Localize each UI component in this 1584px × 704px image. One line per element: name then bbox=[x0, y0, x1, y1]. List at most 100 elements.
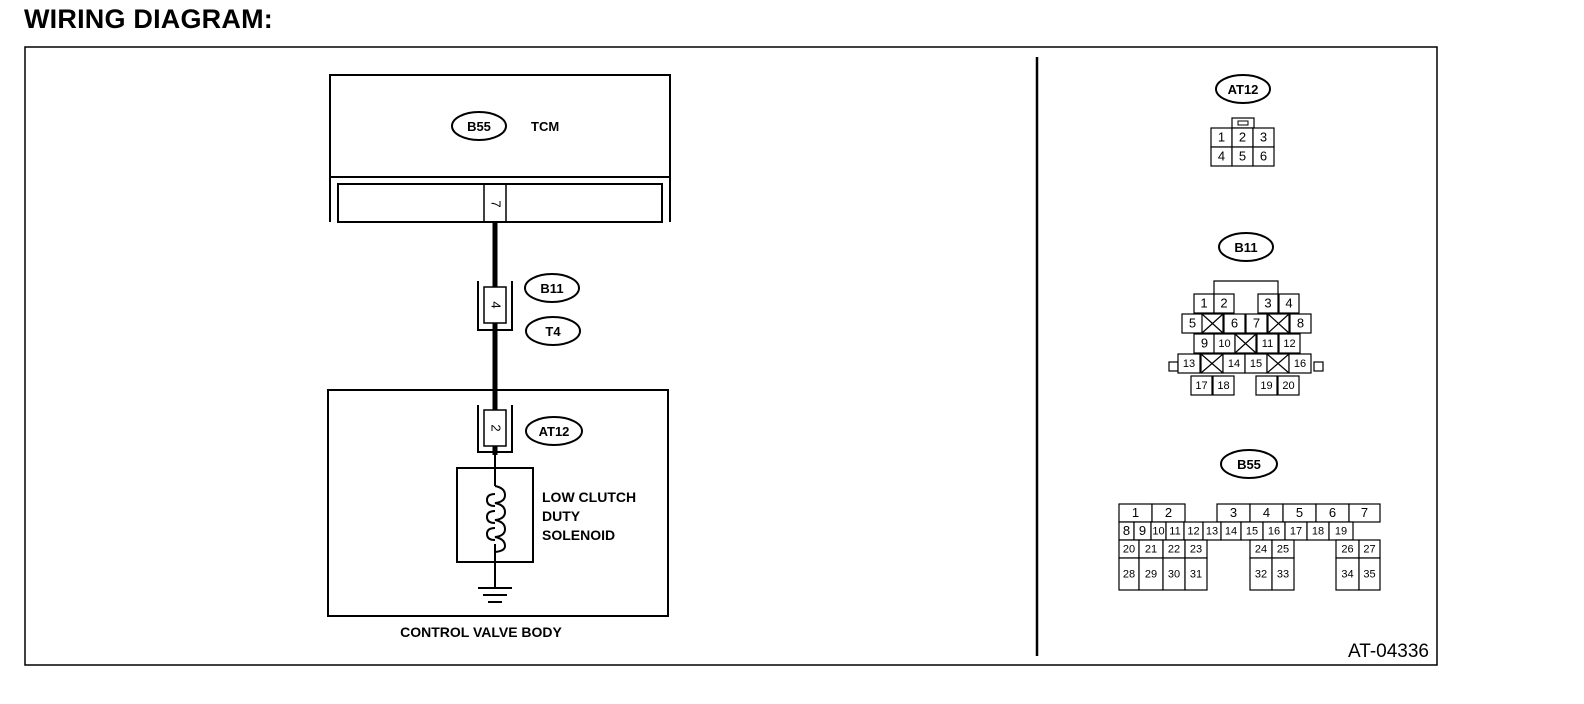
b11-pin-cell bbox=[1223, 313, 1246, 334]
b55-pin-pin-number: 29 bbox=[1145, 568, 1157, 580]
solenoid-label-line3: SOLENOID bbox=[542, 527, 615, 543]
b55-pin-pin-number: 2 bbox=[1165, 505, 1172, 520]
b55-pin-pin-number: 31 bbox=[1190, 568, 1202, 580]
joint-connector: 4 B11 T4 bbox=[477, 273, 581, 346]
solenoid-label-line1: LOW CLUTCH bbox=[542, 489, 636, 505]
b11-pin-pin-number: 8 bbox=[1297, 315, 1304, 330]
tcm-connector-label: B55 bbox=[467, 119, 491, 134]
b55-pin-pin-number: 9 bbox=[1139, 523, 1146, 538]
b55-pin-pin-number: 11 bbox=[1169, 525, 1180, 537]
b11-pin-pin-number: 5 bbox=[1189, 315, 1196, 330]
b11-pin-unused-pin-mark bbox=[1267, 313, 1290, 334]
b11-pin-unused-pin-mark bbox=[1234, 333, 1257, 354]
b55-pin-pin-number: 30 bbox=[1168, 568, 1180, 580]
b55-pin-pin-number: 1 bbox=[1132, 505, 1139, 520]
b11-pin-cell bbox=[1212, 375, 1235, 396]
b55-pin-pin-number: 24 bbox=[1255, 543, 1267, 555]
b11-pin-cell bbox=[1256, 333, 1279, 354]
b55-pin-pin-number: 17 bbox=[1290, 525, 1302, 537]
solenoid-box bbox=[456, 467, 534, 563]
b55-pin-cell bbox=[1348, 503, 1381, 523]
b11-pin-cell bbox=[1255, 375, 1278, 396]
b55-pin-pin-number: 18 bbox=[1312, 525, 1324, 537]
b55-pin-pin-number: 23 bbox=[1190, 543, 1202, 555]
b55-pin-cell bbox=[1184, 557, 1208, 591]
b55-pin-cell bbox=[1271, 557, 1295, 591]
b55-pin-pin-number: 13 bbox=[1206, 525, 1218, 537]
b55-pin-pin-number: 15 bbox=[1246, 525, 1258, 537]
b55-pin-pin-number: 34 bbox=[1341, 568, 1353, 580]
at12-lock-tab bbox=[1231, 117, 1255, 129]
tcm-connector-badge bbox=[451, 111, 507, 141]
b11-pin-pin-number: 10 bbox=[1218, 338, 1230, 350]
b55-pin-pin-number: 6 bbox=[1329, 505, 1336, 520]
solenoid-label-line2: DUTY bbox=[542, 508, 581, 524]
b11-pin-pin-number: 15 bbox=[1250, 358, 1262, 370]
b11-label: B11 bbox=[540, 281, 563, 296]
t4-badge bbox=[525, 316, 581, 346]
at12-label: AT12 bbox=[539, 424, 570, 439]
b11-pin-pin-number: 18 bbox=[1217, 380, 1229, 392]
at12-pin-pin-number: 4 bbox=[1218, 148, 1225, 163]
at12-pin-label: 2 bbox=[489, 424, 504, 431]
b55-pin-pin-number: 22 bbox=[1168, 543, 1180, 555]
b11-pin-pin-number: 7 bbox=[1253, 315, 1260, 330]
b55-pin-pin-number: 14 bbox=[1225, 525, 1237, 537]
b11-pin-unused-pin-mark bbox=[1266, 353, 1290, 374]
b11-pin-cell bbox=[1277, 375, 1300, 396]
b11-pin-pin-number: 16 bbox=[1294, 358, 1306, 370]
b11-pin-pin-number: 9 bbox=[1201, 335, 1208, 350]
b11-pin-pin-number: 12 bbox=[1283, 338, 1295, 350]
b11-pin-pin-number: 19 bbox=[1260, 380, 1272, 392]
b55-face-label: B55 bbox=[1237, 457, 1261, 472]
b55-pin-cell bbox=[1358, 557, 1381, 591]
b11-pin-pin-number: 2 bbox=[1220, 295, 1227, 310]
b11-pin-cell bbox=[1257, 293, 1279, 314]
b11-pin-cell bbox=[1245, 313, 1268, 334]
b11-pin-pin-number: 4 bbox=[1285, 295, 1292, 310]
b55-pin-pin-number: 12 bbox=[1187, 525, 1199, 537]
b11-lock-tab bbox=[1213, 280, 1279, 294]
b11-pin-cell bbox=[1278, 293, 1300, 314]
at12-face-label: AT12 bbox=[1228, 82, 1259, 97]
at12-pin-pin-number: 1 bbox=[1218, 129, 1225, 144]
b55-pin-pin-number: 20 bbox=[1123, 543, 1135, 555]
b55-pin-pin-number: 7 bbox=[1361, 505, 1368, 520]
b11-pin-unused-pin-mark bbox=[1200, 353, 1224, 374]
b55-pin-pin-number: 33 bbox=[1277, 568, 1289, 580]
ground-icon bbox=[478, 587, 512, 603]
b11-pin-cell bbox=[1288, 353, 1312, 374]
b55-pin-pin-number: 21 bbox=[1145, 543, 1157, 555]
b11-badge bbox=[524, 273, 580, 303]
b11-pin-cell bbox=[1278, 333, 1301, 354]
control-valve-body: 2 AT12 LOW CLUTCH DUTY SOLENOID bbox=[327, 389, 669, 617]
at12-pin-pin-number: 3 bbox=[1260, 129, 1267, 144]
b55-pin-pin-number: 27 bbox=[1363, 543, 1375, 555]
b11-pin-cell bbox=[1289, 313, 1312, 334]
b11-pin-cell bbox=[1177, 353, 1201, 374]
tcm-unit: 7 B55 TCM bbox=[329, 74, 671, 223]
b11-pin-pin-number: 13 bbox=[1183, 358, 1195, 370]
b11-pin-pin-number: 1 bbox=[1200, 295, 1207, 310]
at12-pin-cell bbox=[1252, 146, 1275, 167]
b55-pin-pin-number: 5 bbox=[1296, 505, 1303, 520]
b55-pin-pin-number: 19 bbox=[1335, 525, 1347, 537]
b11-pin-pin-number: 6 bbox=[1231, 315, 1238, 330]
b11-pin-unused-pin-mark bbox=[1201, 313, 1224, 334]
b11-face-label: B11 bbox=[1234, 240, 1257, 255]
page-title: WIRING DIAGRAM: bbox=[24, 4, 273, 34]
tcm-label: TCM bbox=[531, 119, 559, 134]
b55-pin-pin-number: 4 bbox=[1263, 505, 1270, 520]
b55-pin-pin-number: 32 bbox=[1255, 568, 1267, 580]
at12-pin-pin-number: 6 bbox=[1260, 148, 1267, 163]
at12-pin-pin-number: 2 bbox=[1239, 129, 1246, 144]
b11-pin-pin-number: 20 bbox=[1282, 380, 1294, 392]
b11-pin-pin-number: 17 bbox=[1195, 380, 1207, 392]
b55-pin-pin-number: 3 bbox=[1230, 505, 1237, 520]
diagram-frame bbox=[24, 46, 1438, 666]
control-valve-body-label: CONTROL VALVE BODY bbox=[400, 624, 562, 640]
